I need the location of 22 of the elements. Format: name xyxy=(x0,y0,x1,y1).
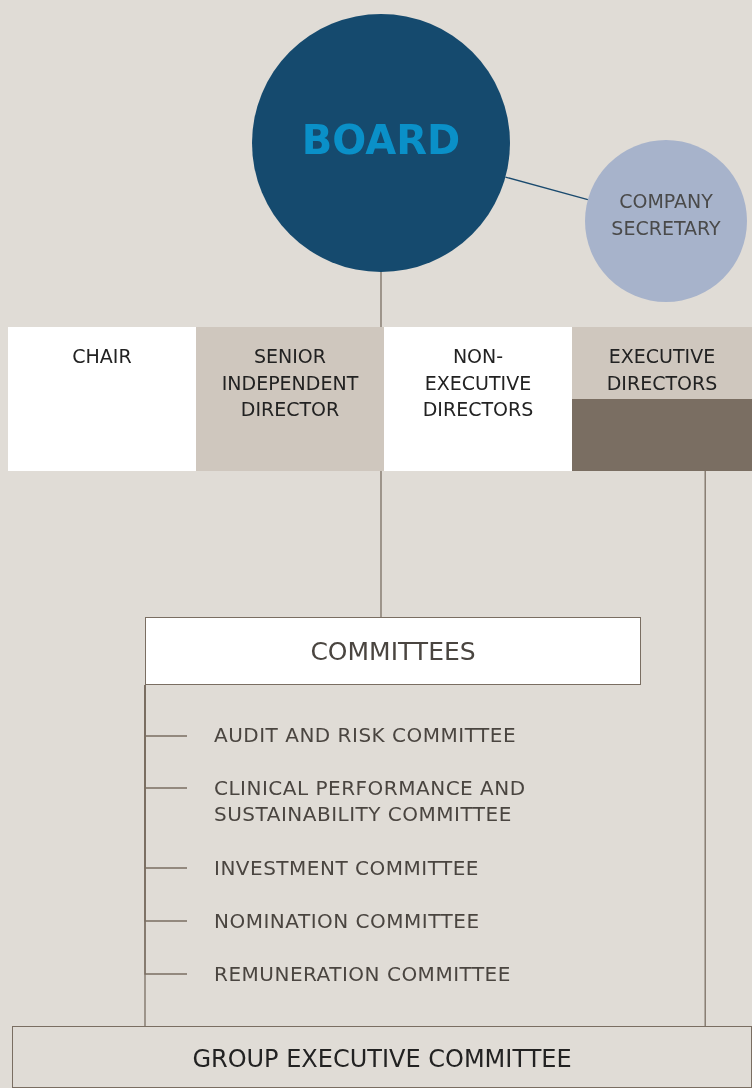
role-box xyxy=(384,327,572,471)
node-label: BOARD xyxy=(301,116,461,165)
committee-label: AUDIT AND RISK COMMITTEE xyxy=(187,722,607,752)
role-box xyxy=(8,327,196,471)
committee-label: REMUNERATION COMMITTEE xyxy=(187,961,607,991)
connector-line xyxy=(504,176,589,201)
committee-label: CLINICAL PERFORMANCE AND SUSTAINABILITY COMMITTEE xyxy=(187,775,607,831)
committees-box xyxy=(145,617,641,685)
node-label: CHAIR xyxy=(72,344,132,369)
node-label: NON-EXECUTIVE DIRECTORS xyxy=(421,344,535,423)
connector-line xyxy=(144,684,146,1027)
role-box xyxy=(196,327,384,471)
connector-line xyxy=(704,470,706,1027)
node-label: GROUP EXECUTIVE COMMITTEE xyxy=(192,1044,572,1075)
committee-label: INVESTMENT COMMITTEE xyxy=(187,855,607,885)
role-box xyxy=(572,327,752,471)
committee-label: NOMINATION COMMITTEE xyxy=(187,908,607,938)
node-label: COMMITTEES xyxy=(310,636,476,668)
node-label: EXECUTIVE DIRECTORS xyxy=(605,344,719,396)
node-label: COMPANY SECRETARY xyxy=(610,189,722,241)
committee-box xyxy=(12,1026,752,1088)
node-label: SENIOR INDEPENDENT DIRECTOR xyxy=(220,344,360,423)
